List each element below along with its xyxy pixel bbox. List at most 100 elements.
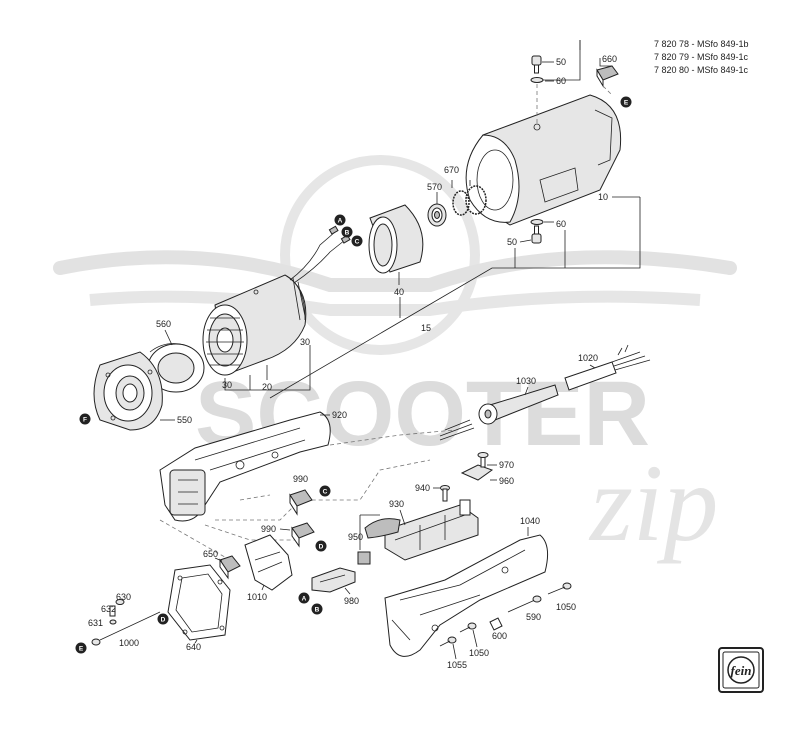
brand-logo: fein [718,647,764,693]
svg-text:F: F [83,417,87,424]
marker-D-mid: D [315,540,327,552]
motor-housing [465,94,622,226]
label-940: 940 [415,483,430,493]
part-550-flange [93,351,163,431]
svg-text:D: D [319,544,324,551]
marker-B-top: B [341,226,353,238]
part-1040-lower-handle [384,534,549,657]
part-1050-screws [439,582,572,647]
label-632: 632 [101,604,116,614]
label-960: 960 [499,476,514,486]
part-1000-ground-wire [91,599,161,646]
svg-text:B: B [315,607,320,614]
assembly-paths [159,429,456,561]
model-line-3: 7 820 80 - MSfo 849-1c [654,65,749,75]
part-990-brushes [289,489,315,548]
part-1010-plate [244,534,293,591]
label-1000: 1000 [119,638,139,648]
label-1055: 1055 [447,660,467,670]
part-600 [489,617,503,631]
svg-text:C: C [355,239,360,246]
label-630: 630 [116,592,131,602]
label-660: 660 [602,54,617,64]
part-570-bearing [427,203,447,227]
part-590-screw [507,595,542,613]
label-20: 20 [262,382,272,392]
marker-B-bottom: B [311,603,323,615]
label-1050-bottom: 1050 [469,648,489,658]
label-1030: 1030 [516,376,536,386]
label-50-bottom: 50 [507,237,517,247]
part-640-gasket [167,564,231,641]
model-line-1: 7 820 78 - MSfo 849-1b [654,39,749,49]
marker-A-bottom: A [298,592,310,604]
top-screw-and-washer [530,55,544,124]
label-30-left: 30 [222,380,232,390]
part-920-handle [159,411,331,522]
label-15: 15 [421,323,431,333]
part-940-screw [440,485,450,502]
svg-text:A: A [338,218,343,225]
label-550: 550 [177,415,192,425]
label-980: 980 [344,596,359,606]
label-1020: 1020 [578,353,598,363]
label-631: 631 [88,618,103,628]
svg-text:B: B [345,230,350,237]
marker-E-top: E [620,96,632,108]
marker-D-bottom: D [157,613,169,625]
part-40-sleeve [368,204,424,274]
label-10: 10 [598,192,608,202]
watermark-script-text: zip [588,442,718,564]
marker-A-top: A [334,214,346,226]
marker-C-mid: C [319,485,331,497]
assembly-brackets [224,40,641,399]
label-600: 600 [492,631,507,641]
label-570: 570 [427,182,442,192]
label-950: 950 [348,532,363,542]
label-1010: 1010 [247,592,267,602]
part-930-950-switch [357,499,479,565]
svg-text:E: E [79,646,84,653]
label-990-top: 990 [293,474,308,484]
svg-text:A: A [302,596,307,603]
label-670: 670 [444,165,459,175]
label-920: 920 [332,410,347,420]
armature-field-assembly [202,225,351,376]
svg-text:D: D [161,617,166,624]
label-640: 640 [186,642,201,652]
label-40: 40 [394,287,404,297]
model-list: 7 820 78 - MSfo 849-1b 7 820 79 - MSfo 8… [654,39,749,75]
brand-logo-text: fein [731,663,752,678]
label-1040: 1040 [520,516,540,526]
label-970: 970 [499,460,514,470]
label-30-right: 30 [300,337,310,347]
svg-text:E: E [624,100,629,107]
part-960-970-clamp [460,452,494,481]
part-980-terminal [311,567,356,593]
model-line-2: 7 820 79 - MSfo 849-1c [654,52,749,62]
connection-markers: E A B C F C D A [75,96,632,654]
marker-C-top: C [351,235,363,247]
part-labels: 50 60 660 670 570 10 60 50 40 15 560 30 … [88,54,617,670]
label-590: 590 [526,612,541,622]
part-560-ring [147,343,205,393]
label-50-top: 50 [556,57,566,67]
label-650: 650 [203,549,218,559]
marker-F: F [79,413,91,425]
part-1030-sleeve [439,384,559,441]
marker-E-bottom: E [75,642,87,654]
label-560: 560 [156,319,171,329]
label-1050-right: 1050 [556,602,576,612]
part-650 [219,555,241,580]
part-660 [596,58,619,96]
label-930: 930 [389,499,404,509]
bottom-screw-and-washer [530,219,544,244]
part-1020-cable [564,344,651,391]
svg-text:C: C [323,489,328,496]
label-60-top: 60 [556,76,566,86]
part-670-rings [451,180,487,216]
label-990-bottom: 990 [261,524,276,534]
label-60-bottom: 60 [556,219,566,229]
